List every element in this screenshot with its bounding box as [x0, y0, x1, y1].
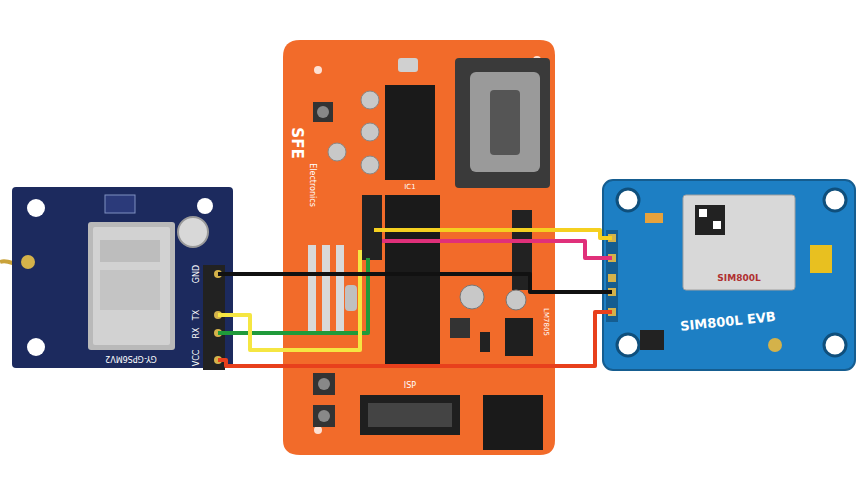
gps-module-part	[88, 222, 175, 350]
gps-module-part	[21, 255, 35, 269]
wire-stubs-part	[603, 290, 612, 294]
pin-label: GND	[193, 265, 202, 283]
gps-module-part	[12, 187, 233, 368]
microcontroller-board-part	[328, 143, 346, 161]
gsm-module-part	[695, 205, 725, 235]
gsm-module-part	[640, 330, 664, 350]
microcontroller-board-part	[360, 395, 460, 435]
microcontroller-board-part	[470, 72, 540, 172]
gsm-module	[603, 180, 855, 370]
gps-module-part	[27, 199, 45, 217]
microcontroller-board-part	[313, 373, 335, 395]
board-text: GY-GPS6MV2	[105, 354, 157, 363]
gps-module-part	[93, 227, 170, 345]
gsm-module-part	[768, 338, 782, 352]
gsm-chip: SIM800L	[683, 195, 795, 290]
wire-stubs-part	[603, 310, 612, 314]
part-label: ISP	[404, 382, 416, 391]
microcontroller-board-part	[318, 410, 330, 422]
wire	[233, 315, 283, 350]
microcontroller-board-part	[361, 156, 379, 174]
part-label: LM7805	[541, 308, 549, 336]
microcontroller-board-part	[322, 245, 330, 335]
board-text: SIM800L EVB	[680, 310, 777, 334]
microcontroller-board-part	[385, 195, 440, 365]
gsm-module-part	[683, 195, 795, 290]
microcontroller-board-part	[460, 285, 484, 309]
microcontroller-board-part	[450, 318, 470, 338]
board-text: SFE	[289, 127, 306, 158]
gps-module-part	[100, 240, 160, 262]
wire-stubs-part	[218, 272, 233, 276]
gsm-module-part	[713, 221, 721, 229]
gsm-module-part	[699, 209, 707, 217]
gps-module-part	[203, 265, 225, 370]
gps-module	[0, 187, 233, 370]
pin-label: TX	[193, 310, 202, 320]
microcontroller-board-part	[313, 102, 333, 122]
microcontroller-board-part	[483, 395, 543, 450]
gsm-module-part	[810, 245, 832, 273]
wire-stubs-part	[218, 313, 233, 317]
microcontroller-board-part	[345, 285, 357, 311]
microcontroller-board-part	[318, 378, 330, 390]
microcontroller-board-part	[314, 426, 322, 434]
gsm-module-part	[603, 180, 855, 370]
gsm-module-part	[617, 189, 639, 211]
microcontroller-board-part	[506, 290, 526, 310]
pin-label: VCC	[193, 350, 202, 367]
wire-stubs-part	[283, 250, 360, 350]
gps-module-part	[197, 198, 213, 214]
gsm-module-part	[824, 334, 846, 356]
board-text: Electronics	[308, 163, 317, 207]
gps-module-part	[100, 270, 160, 310]
microcontroller-board-part	[362, 195, 382, 260]
gsm-module-part	[645, 213, 663, 223]
microcontroller-board-part	[361, 123, 379, 141]
microcontroller-board-part	[398, 58, 418, 72]
wire	[233, 331, 283, 335]
microcontroller-board-part	[368, 403, 452, 427]
gps-module-part	[27, 338, 45, 356]
wire-stubs-part	[603, 256, 612, 260]
wire-stubs-part	[218, 331, 233, 335]
microcontroller-board-part	[336, 245, 344, 335]
microcontroller-board-part	[490, 90, 520, 155]
microcontroller-board-part	[385, 85, 435, 180]
microcontroller-board-part	[313, 405, 335, 427]
wire-stubs-part	[374, 228, 555, 232]
gsm-module-part	[608, 274, 616, 282]
microcontroller-board-part	[314, 66, 322, 74]
microcontroller-board	[283, 40, 555, 455]
microcontroller-board-part	[308, 245, 316, 335]
controller-board: SFEElectronics	[283, 40, 555, 455]
microcontroller-board-part	[480, 332, 490, 352]
wire-stubs-part	[603, 236, 612, 240]
microcontroller-board-part	[505, 318, 533, 356]
wire-stubs-part	[382, 239, 555, 243]
wire	[555, 230, 603, 238]
gsm-module-part	[606, 230, 618, 322]
wire-stubs-part	[283, 258, 368, 333]
gsm-board: SIM800L EVB SIM800L	[603, 180, 855, 370]
microcontroller-board-part	[317, 106, 329, 118]
wire	[555, 241, 603, 258]
gsm-module-part	[617, 334, 639, 356]
part-label: IC1	[404, 184, 415, 192]
wire-stubs	[218, 230, 612, 366]
gsm-module-part	[824, 189, 846, 211]
microcontroller-board-part	[361, 91, 379, 109]
microcontroller-board-part	[455, 58, 550, 188]
wire	[233, 274, 603, 292]
microcontroller-board-part	[283, 40, 555, 455]
gps-module-part	[178, 217, 208, 247]
wire-stubs-part	[218, 360, 233, 366]
gps-module-part	[105, 195, 135, 213]
pin-label: RX	[193, 327, 202, 338]
board-text: SIM800L	[717, 274, 760, 284]
